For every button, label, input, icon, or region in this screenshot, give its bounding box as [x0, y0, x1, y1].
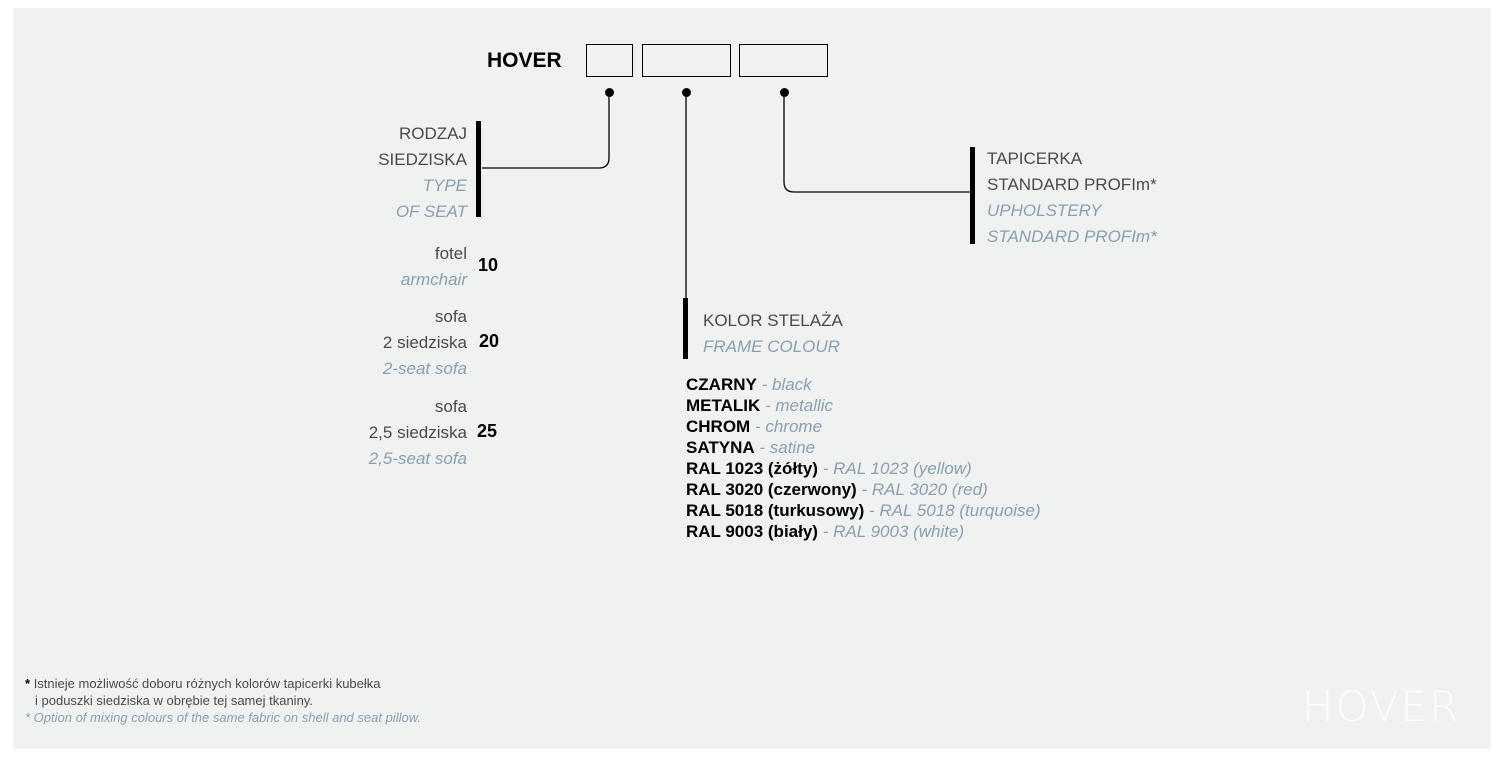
code-slot-frame-colour: [642, 44, 731, 77]
colour-name-pl: RAL 1023 (żółty): [686, 459, 818, 478]
footnote-pl-line-2: i poduszki siedziska w obrębie tej samej…: [35, 693, 313, 708]
colour-name-pl: METALIK: [686, 396, 761, 415]
code-slot-seat-type: [586, 44, 633, 77]
colour-name-pl: CHROM: [686, 417, 751, 436]
upholstery-bar: [970, 147, 975, 244]
seat-option-code: 10: [478, 255, 499, 275]
upholstery-title-en-1: UPHOLSTERY: [987, 201, 1102, 220]
footnote: * Istnieje możliwość doboru różnych kolo…: [25, 675, 421, 726]
seat-option-code: 20: [479, 331, 500, 351]
seat-option-pl: sofa: [434, 307, 467, 326]
colour-name-pl: RAL 3020 (czerwony): [686, 480, 857, 499]
upholstery-title-pl-2: STANDARD PROFIm*: [987, 175, 1157, 194]
colour-name-en: - chrome: [754, 417, 823, 436]
connector-dot-seat-type: [605, 88, 614, 97]
upholstery-heading: TAPICERKA STANDARD PROFIm* UPHOLSTERY ST…: [987, 146, 1157, 250]
colour-option: CZARNY - black: [686, 374, 1041, 395]
diagram-panel: [13, 8, 1491, 749]
colour-option: CHROM - chrome: [686, 416, 1041, 437]
colour-name-en: - satine: [759, 438, 816, 457]
connector-dot-frame-colour: [682, 88, 691, 97]
code-slot-upholstery: [739, 44, 828, 77]
upholstery-title-pl-1: TAPICERKA: [987, 149, 1083, 168]
seat-option-pl: 2 siedziska: [382, 333, 467, 352]
product-code-prefix: HOVER: [487, 49, 562, 72]
colour-name-pl: RAL 5018 (turkusowy): [686, 501, 865, 520]
frame-colour-title-en: FRAME COLOUR: [703, 337, 840, 356]
seat-type-title-en-2: OF SEAT: [395, 202, 467, 221]
hover-logo: HOVER: [1302, 682, 1461, 731]
seat-option-en: 2-seat sofa: [382, 359, 467, 378]
seat-type-title-en-1: TYPE: [422, 176, 467, 195]
colour-name-en: - RAL 3020 (red): [861, 480, 988, 499]
colour-name-en: - metallic: [765, 396, 834, 415]
seat-option-armchair: fotel armchair: [300, 241, 467, 293]
seat-option-code: 25: [477, 421, 498, 441]
colour-option: SATYNA - satine: [686, 437, 1041, 458]
frame-colour-bar: [683, 298, 688, 359]
upholstery-connector: [783, 92, 970, 193]
colour-name-en: - black: [761, 375, 812, 394]
seat-option-pl: 2,5 siedziska: [368, 423, 467, 442]
frame-colour-title-pl: KOLOR STELAŻA: [703, 311, 843, 330]
connector-dot-upholstery: [780, 88, 789, 97]
seat-type-title-pl-2: SIEDZISKA: [378, 150, 467, 169]
colour-option: RAL 3020 (czerwony) - RAL 3020 (red): [686, 479, 1041, 500]
colour-name-pl: CZARNY: [686, 375, 757, 394]
footnote-en: * Option of mixing colours of the same f…: [25, 710, 421, 725]
seat-type-title-pl-1: RODZAJ: [399, 124, 467, 143]
colour-option: RAL 5018 (turkusowy) - RAL 5018 (turquoi…: [686, 500, 1041, 521]
seat-option-2-seat-sofa: sofa 2 siedziska 2-seat sofa: [300, 304, 467, 382]
colour-name-en: - RAL 5018 (turquoise): [868, 501, 1041, 520]
colour-name-pl: RAL 9003 (biały): [686, 522, 818, 541]
footnote-pl-line-1: Istnieje możliwość doboru różnych koloró…: [33, 676, 381, 691]
seat-option-pl: fotel: [434, 244, 467, 263]
colour-option: METALIK - metallic: [686, 395, 1041, 416]
colour-option: RAL 1023 (żółty) - RAL 1023 (yellow): [686, 458, 1041, 479]
seat-type-heading: RODZAJ SIEDZISKA TYPE OF SEAT: [330, 121, 467, 225]
seat-type-connector: [482, 92, 610, 169]
frame-colour-list: CZARNY - black METALIK - metallic CHROM …: [686, 374, 1041, 542]
colour-name-en: - RAL 9003 (white): [822, 522, 965, 541]
colour-name-pl: SATYNA: [686, 438, 755, 457]
upholstery-title-en-2: STANDARD PROFIm*: [987, 227, 1157, 246]
seat-option-en: armchair: [400, 270, 467, 289]
seat-option-en: 2,5-seat sofa: [368, 449, 467, 468]
frame-colour-heading: KOLOR STELAŻA FRAME COLOUR: [703, 308, 843, 360]
colour-option: RAL 9003 (biały) - RAL 9003 (white): [686, 521, 1041, 542]
seat-option-pl: sofa: [434, 397, 467, 416]
seat-option-2-5-seat-sofa: sofa 2,5 siedziska 2,5-seat sofa: [300, 394, 467, 472]
seat-type-bar: [476, 121, 481, 217]
footnote-star: *: [25, 676, 31, 691]
colour-name-en: - RAL 1023 (yellow): [822, 459, 972, 478]
